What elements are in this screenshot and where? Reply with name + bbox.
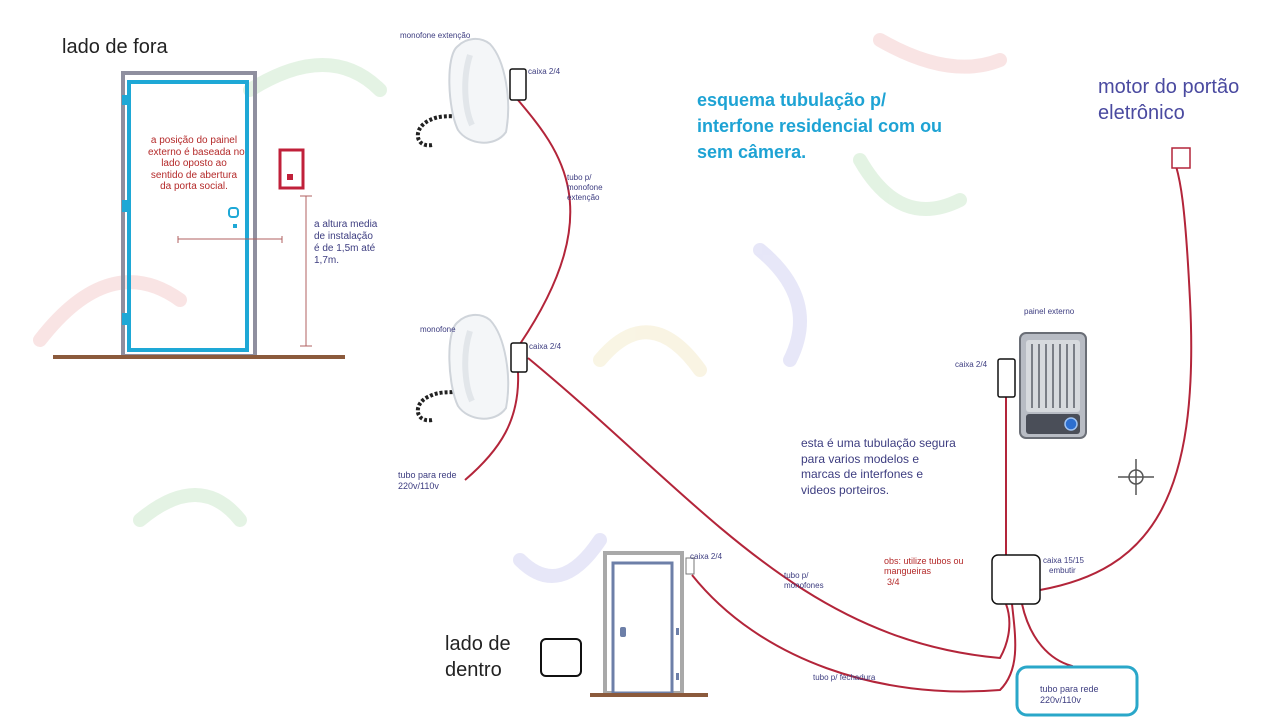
box-2x4-panel [997,358,1016,398]
inside-floor [590,693,708,697]
pipe-handset-power [464,371,520,481]
height-note: a altura media de instalação é de 1,5m a… [314,219,378,266]
handset-icon [415,314,510,423]
power-network-box [1015,665,1139,717]
box-2x4-handset-label: caixa 2/4 [529,342,562,351]
box-2x4-door [685,557,695,575]
inside-door [603,551,684,695]
handset-extension-icon [415,38,510,148]
outside-label: lado de fora [62,36,168,58]
crosshair-icon [1118,459,1154,495]
height-dimension-line [300,195,312,347]
gate-motor-label: motor do portão eletrônico [1098,76,1240,124]
outside-door [121,71,283,358]
box-2x4-handset [510,342,528,373]
pipe-handset-extension [517,99,572,345]
box-15x15 [991,554,1041,605]
pipe-power-network [1021,603,1073,674]
safe-piping-note: esta é uma tubulação segura para varios … [801,436,956,497]
diagram-title: esquema tubulação p/ interfone residenci… [697,90,943,163]
box-2x4-panel-label: caixa 2/4 [955,360,988,369]
pipes [464,99,1193,693]
tube-lock-label: tubo p/ fechadura [813,673,876,682]
tube-power-network-label: tubo para rede 220v/110v [1040,684,1099,705]
pipe-door-lock [691,574,1017,693]
box-2x4-extension-label: caixa 2/4 [528,67,561,76]
box-2x4-extension [509,68,527,101]
tube-handsets-label: tubo p/ monofones [784,571,824,590]
handset-extension-label: monofone extenção [400,31,471,40]
box-2x4-door-label: caixa 2/4 [690,552,723,561]
background-watermark [33,33,1007,583]
pipe-gate-motor [1039,165,1193,591]
tube-power-handset-label: tubo para rede 220v/110v [398,470,457,491]
panel-position-note: a posição do painel externo é baseada no… [148,135,245,192]
outside-floor [53,355,345,359]
tube-extension-label: tubo p/ monofone extenção [567,173,603,202]
inside-label: lado de dentro [445,633,511,681]
handset-label: monofone [420,325,456,334]
external-panel-device [1019,332,1087,439]
obs-note: obs: utilize tubos ou mangueiras 3/4 [884,556,964,587]
external-panel-label: painel externo [1024,307,1075,316]
pipe-handsets-main [527,357,1011,660]
external-panel-marker [278,148,305,190]
box-15x15-label: caixa 15/15 embutir [1043,556,1084,576]
inside-switch-box [540,638,582,677]
gate-motor-box [1171,147,1191,169]
